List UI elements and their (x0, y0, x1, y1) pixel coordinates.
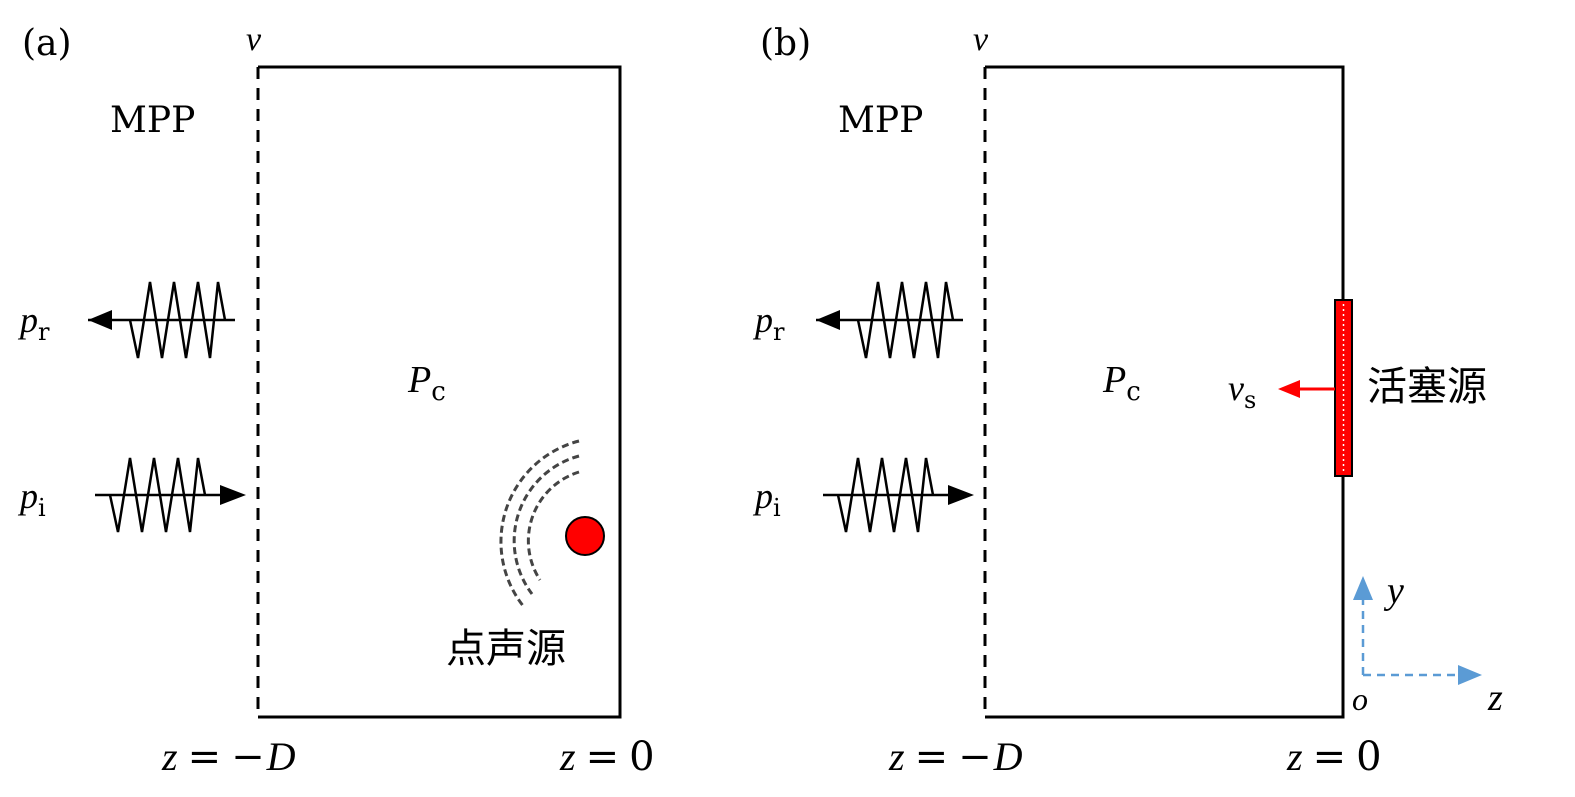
panel-a-reflected-zigzag (128, 281, 227, 359)
panel-b-incident-arrowhead (948, 485, 974, 505)
panel-b-incident-zigzag (836, 457, 935, 533)
z-axis-arrowhead (1458, 665, 1482, 685)
panel-a-point-source (499, 439, 605, 608)
panel-b-incident-wave (823, 457, 974, 533)
panel-a-incident-wave (95, 457, 246, 533)
panel-b-mpp-label: MPP (838, 100, 923, 141)
panel-b-incident-label: pi (752, 476, 781, 522)
sound-wave-arc-outer (499, 439, 580, 608)
y-axis-arrowhead (1353, 576, 1373, 600)
panel-b-tag: (b) (760, 23, 811, 64)
panel-a-velocity-label: v (246, 21, 262, 58)
panel-b-right-boundary-label: z=0 (1286, 734, 1382, 780)
piston-velocity-arrowhead (1278, 380, 1300, 398)
panel-b-reflected-arrowhead (816, 310, 840, 330)
panel-a-incident-arrowhead (220, 485, 246, 505)
panel-b-reflected-zigzag (856, 281, 955, 359)
panel-b-coordinate-axes (1353, 576, 1482, 685)
panel-a-tag: (a) (22, 23, 72, 64)
panel-a-reflected-wave (88, 281, 235, 359)
panel-a-cavity-walls (258, 65, 622, 719)
panel-b-velocity-label: v (973, 21, 989, 58)
point-source-dot (565, 516, 605, 556)
panel-b-y-axis-label: y (1383, 570, 1404, 612)
panel-b-cavity-label: Pc (1102, 359, 1141, 407)
sound-wave-arc-middle (512, 454, 580, 595)
panel-a-left-boundary-label: z=−D (161, 734, 296, 780)
panel-b: (b) v MPP pr pi Pc vs 活塞源 (752, 21, 1503, 780)
panel-a-source-label: 点声源 (446, 626, 566, 672)
panel-b-origin-label: o (1352, 681, 1368, 717)
panel-b-z-axis-label: z (1487, 677, 1503, 719)
panel-a-incident-label: pi (17, 476, 46, 522)
panel-a: (a) v MPP pr pi Pc 点声源 z=− (17, 21, 655, 780)
panel-b-left-boundary-label: z=−D (888, 734, 1023, 780)
panel-a-mpp-label: MPP (110, 100, 195, 141)
panel-a-reflected-label: pr (17, 300, 50, 346)
panel-b-reflected-label: pr (752, 300, 785, 346)
panel-a-right-boundary-label: z=0 (559, 734, 655, 780)
panel-a-incident-zigzag (108, 457, 207, 533)
panel-b-reflected-wave (816, 281, 963, 359)
panel-b-piston-source (1278, 299, 1353, 477)
panel-a-cavity-label: Pc (407, 359, 446, 407)
panel-b-piston-velocity-label: vs (1228, 368, 1256, 414)
panel-b-source-label: 活塞源 (1367, 364, 1487, 410)
panel-a-reflected-arrowhead (88, 310, 112, 330)
sound-wave-arc-inner (526, 470, 580, 581)
